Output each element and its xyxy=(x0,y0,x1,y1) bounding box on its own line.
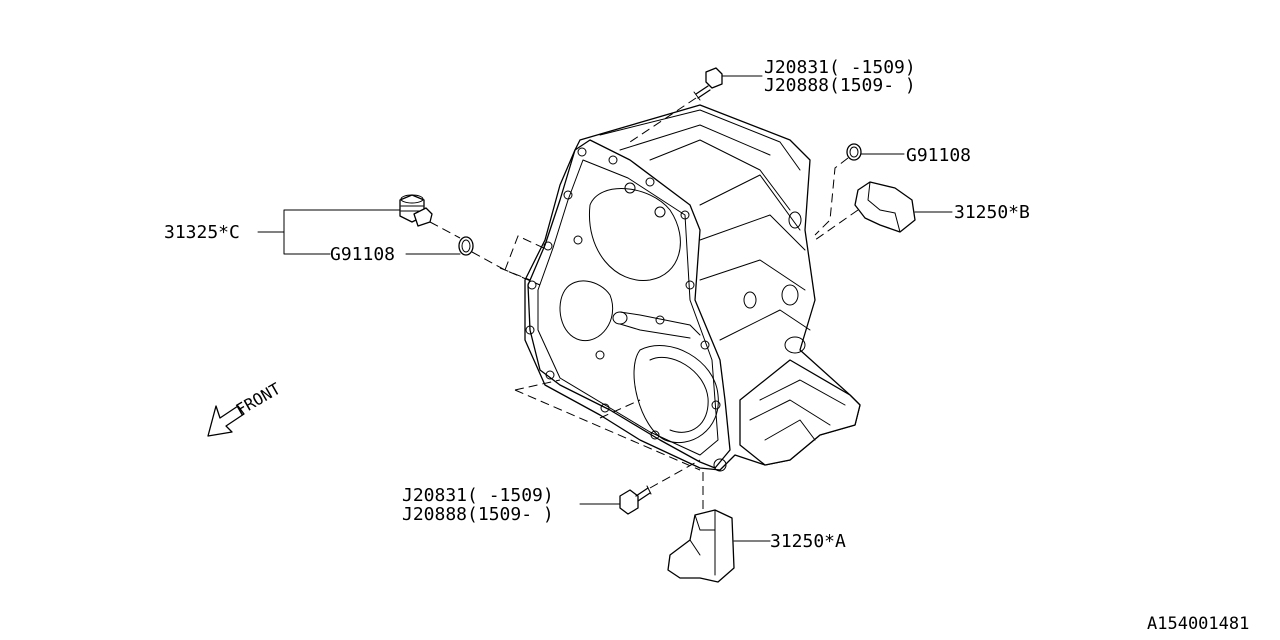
flange-bolt-holes xyxy=(525,147,727,472)
bracket-b-dashline xyxy=(814,209,859,241)
bracket-a xyxy=(667,509,735,583)
gasket-left xyxy=(458,236,474,256)
gasket-right-dashline xyxy=(814,157,849,236)
bracket-b-label: 31250*B xyxy=(954,202,1030,223)
transmission-case xyxy=(524,104,861,472)
plug-c-bracket-line xyxy=(257,209,401,255)
plug-c-dashline xyxy=(429,221,461,239)
front-label: FRONT xyxy=(233,379,285,420)
bolt-bottom-label-1: J20831( -1509) xyxy=(402,485,554,506)
bolt-top-label-1: J20831( -1509) xyxy=(764,57,916,78)
bolt-bottom xyxy=(619,485,652,515)
bolt-bottom-dashline xyxy=(514,379,701,489)
gasket-right xyxy=(846,143,862,161)
gasket-left-dashline xyxy=(471,235,549,286)
diagram-id: A154001481 xyxy=(1147,614,1249,634)
bracket-a-label: 31250*A xyxy=(770,531,846,552)
gasket-left-label: G91108 xyxy=(330,244,395,265)
gasket-right-label: G91108 xyxy=(906,145,971,166)
bolt-top-label-2: J20888(1509- ) xyxy=(764,75,916,96)
front-arrow-icon xyxy=(207,405,245,437)
plug-c-label: 31325*C xyxy=(164,222,240,243)
bolt-top xyxy=(693,67,723,101)
bracket-b xyxy=(854,181,916,233)
bolt-bottom-label-2: J20888(1509- ) xyxy=(402,504,554,525)
plug-c xyxy=(399,194,433,227)
